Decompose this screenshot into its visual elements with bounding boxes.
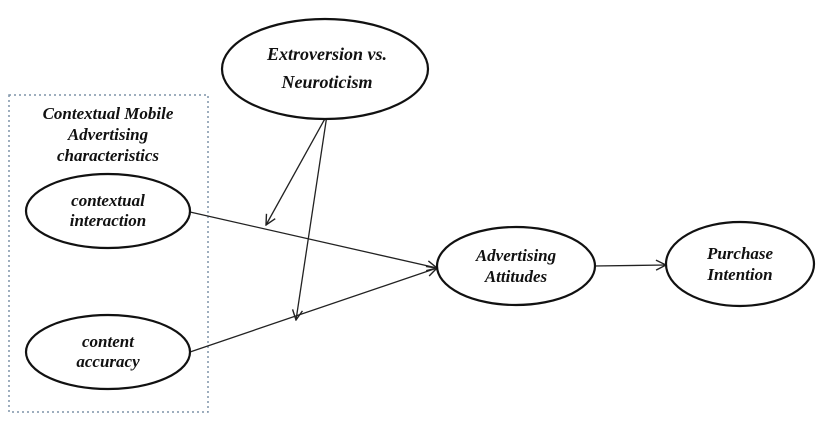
- contextual-characteristics-group-box: [8, 94, 209, 413]
- node-advertising-attitudes: Advertising Attitudes: [435, 225, 597, 307]
- node-purchase-intention: Purchase Intention: [664, 220, 816, 308]
- node-extroversion-label-line2: Neuroticism: [280, 72, 372, 92]
- group-label-line3: characteristics: [57, 146, 159, 165]
- node-content-label-line2: accuracy: [76, 352, 140, 371]
- edge-contextual-to-attitudes: [189, 211, 437, 268]
- node-content-label-line1: content: [82, 332, 135, 351]
- node-contextual-label-line1: contextual: [71, 191, 145, 210]
- node-extroversion-label-line1: Extroversion vs.: [266, 44, 387, 64]
- node-extroversion-neuroticism: Extroversion vs. Neuroticism: [220, 17, 430, 121]
- node-contextual-interaction: contextual interaction: [24, 172, 192, 250]
- node-attitudes-label-line2: Attitudes: [484, 267, 548, 286]
- edge-moderator-to-upper-path: [266, 114, 328, 225]
- node-attitudes-label-line1: Advertising: [475, 246, 557, 265]
- node-intention-label-line1: Purchase: [706, 244, 774, 263]
- group-label-line2: Advertising: [67, 125, 149, 144]
- edge-content-to-attitudes: [189, 268, 437, 353]
- edge-attitudes-to-intention: [593, 265, 666, 266]
- edge-moderator-to-lower-path: [296, 114, 328, 320]
- group-label-line1: Contextual Mobile: [43, 104, 174, 123]
- node-intention-label-line2: Intention: [706, 265, 772, 284]
- node-content-accuracy: content accuracy: [24, 313, 192, 391]
- node-contextual-label-line2: interaction: [70, 211, 147, 230]
